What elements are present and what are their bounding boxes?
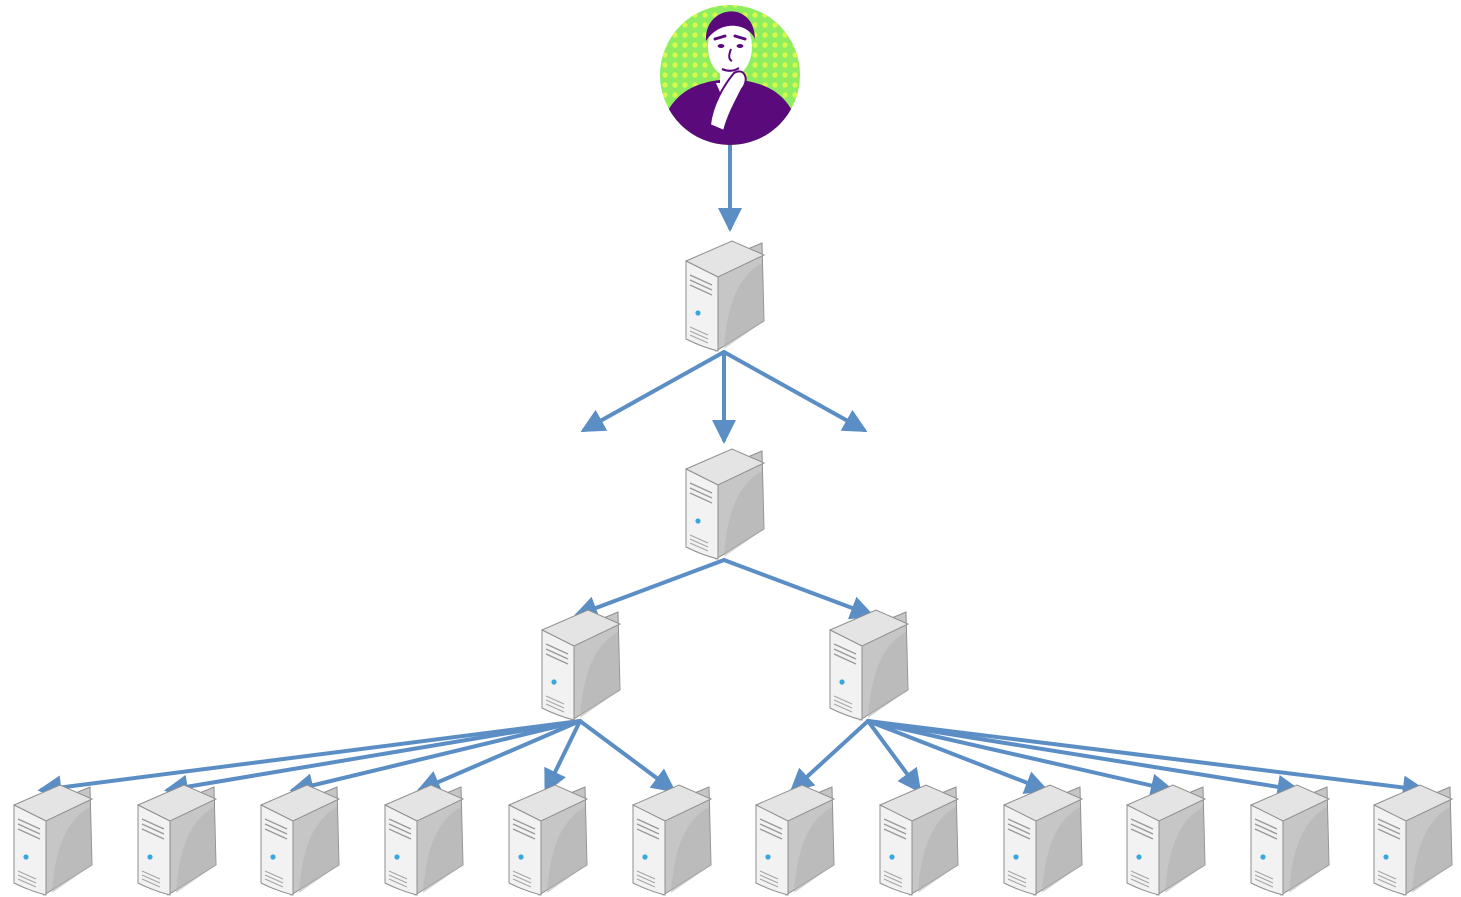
connector-arrow [866, 719, 1050, 794]
connector-arrow [789, 719, 870, 793]
branch-right-server-icon [828, 609, 910, 721]
connector-arrow [163, 719, 582, 799]
leaf-3-server-icon [259, 784, 341, 896]
connector-arrow [866, 719, 1175, 798]
leaf-1-server-icon [12, 784, 94, 896]
leaf-7-server-icon [754, 784, 836, 896]
root-server-server-icon [684, 240, 766, 352]
leaf-12-server-icon [1372, 784, 1454, 896]
leaf-2-server-icon [136, 784, 218, 896]
connector-arrow [866, 719, 922, 794]
connector-arrow [580, 350, 726, 432]
connector-arrow [573, 558, 726, 620]
leaf-8-server-icon [878, 784, 960, 896]
thinking-man-icon [660, 5, 800, 145]
connector-arrow [722, 350, 868, 432]
connector-arrow [722, 558, 875, 620]
leaf-6-server-icon [631, 784, 713, 896]
leaf-5-server-icon [507, 784, 589, 896]
connector-arrow [416, 719, 582, 794]
connector-arrow [578, 719, 677, 793]
connector-arrow [866, 719, 1427, 800]
leaf-4-server-icon [383, 784, 465, 896]
connector-arrow [544, 719, 582, 794]
leaf-11-server-icon [1249, 784, 1331, 896]
connector-arrow [37, 719, 582, 800]
connector-arrow [866, 719, 1302, 799]
leaf-10-server-icon [1125, 784, 1207, 896]
branch-left-server-icon [540, 609, 622, 721]
connector-arrow [289, 719, 582, 797]
mid-server-server-icon [684, 448, 766, 560]
node-layer [12, 5, 1454, 896]
connector-layer [37, 143, 1427, 800]
leaf-9-server-icon [1002, 784, 1084, 896]
